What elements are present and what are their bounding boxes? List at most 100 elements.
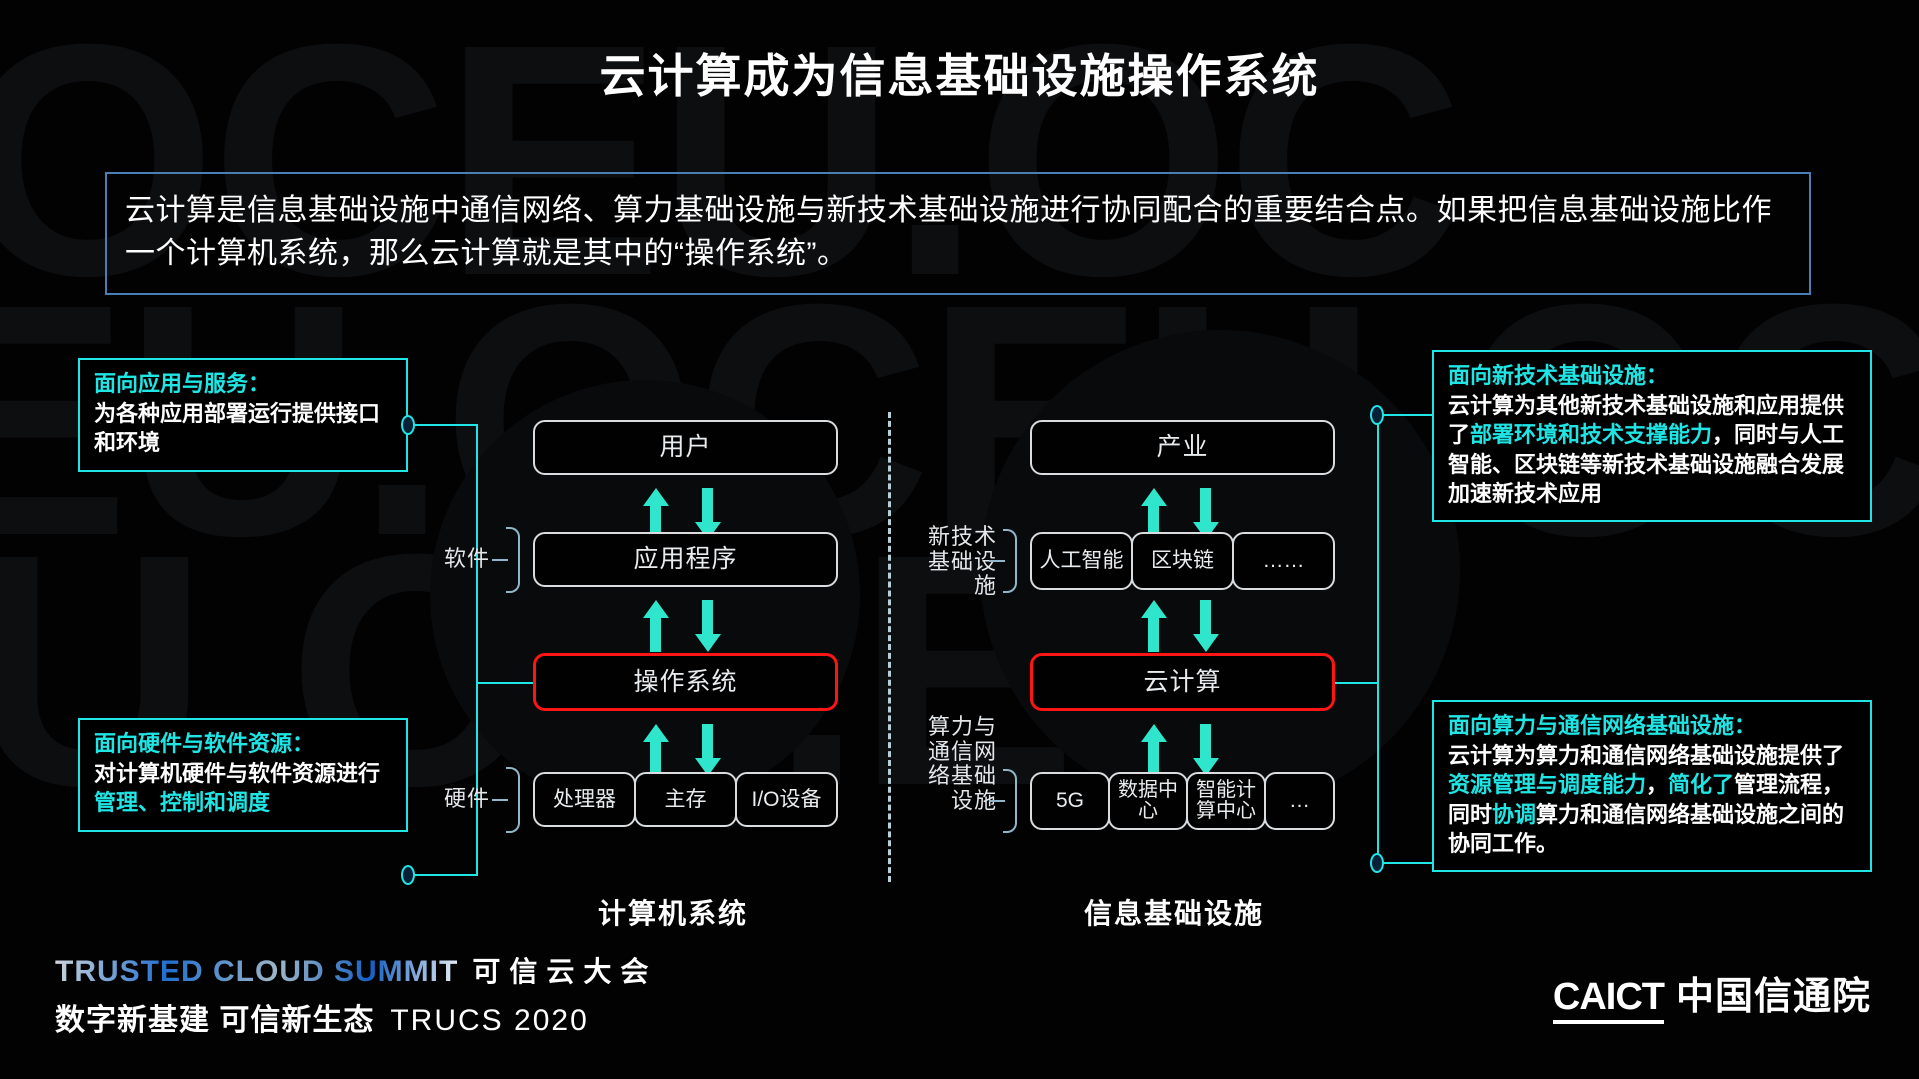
arrow-up-icon (643, 600, 669, 618)
page-title: 云计算成为信息基础设施操作系统 (599, 50, 1320, 102)
callout-body-part: 云计算为其他新技术基础设施和应用提供了 (1448, 392, 1845, 448)
arrow-pair-cloud-infra (1138, 724, 1228, 776)
caict-logo-cn: 中国信通院 (1675, 976, 1871, 1018)
arrow-up-stem (1148, 505, 1159, 540)
brace-compute-network-infrastructure (1003, 769, 1017, 833)
connector-node-left-top (401, 415, 415, 435)
arrow-down-icon (695, 634, 721, 652)
callout-body-part: ，同时与人工智能、区块链等新技术基础设施融合发展加速新技术应用 (1448, 422, 1845, 506)
side-label-hardware: 硬件 (443, 786, 490, 811)
side-label-new-tech-infrastructure: 新技术 基础设 施 (905, 524, 997, 599)
callout-heading: 面向算力与通信网络基础设施： (1448, 713, 1757, 738)
callout-body: 为各种应用部署运行提供接口和环境 (94, 399, 394, 458)
arrow-down-icon (1193, 634, 1219, 652)
lead-paragraph-text: 云计算是信息基础设施中通信网络、算力基础设施与新技术基础设施进行协同配合的重要结… (125, 194, 1772, 270)
arrow-up-stem (650, 617, 661, 652)
brace-tick-new-tech-infrastructure (989, 560, 1005, 562)
callout-body-part: 算力和通信网络基础设施之间的协同工作。 (1448, 801, 1845, 856)
brace-tick-hardware (492, 799, 508, 801)
callout-body-part: 云计算为算力和通信网络基础设施提供了 (1448, 742, 1845, 768)
connector-left-bottom-horizontal (408, 874, 478, 876)
connector-right-bottom-horizontal (1377, 862, 1435, 864)
diagram-box-intelligent-computing-center: 智能计算中心 (1186, 772, 1266, 830)
diagram-box-main-memory: 主存 (634, 772, 737, 827)
connector-node-left-bottom (401, 865, 415, 885)
diagram-box-data-center: 数据中心 (1108, 772, 1188, 830)
arrow-down-stem (702, 488, 713, 523)
diagram-box-artificial-intelligence: 人工智能 (1030, 532, 1133, 590)
callout-new-tech-infrastructure: 面向新技术基础设施： 云计算为其他新技术基础设施和应用提供了部署环境和技术支撑能… (1432, 350, 1872, 523)
diagram-box-application-program: 应用程序 (533, 532, 838, 587)
footer-summit-en: TRUSTED CLOUD SUMMIT (55, 955, 459, 988)
callout-body-part: 为各种应用部署运行提供接口和环境 (94, 400, 381, 456)
arrow-up-icon (643, 488, 669, 506)
connector-left-top-horizontal (408, 424, 478, 426)
connector-right-vertical (1377, 414, 1379, 864)
brace-tick-software (492, 559, 508, 561)
arrow-up-icon (1141, 488, 1167, 506)
arrow-down-stem (1200, 488, 1211, 523)
connector-right-stub-to-cloud (1330, 682, 1379, 684)
footer-tagline-en: TRUCS 2020 (390, 1004, 589, 1037)
diagram-box-5g: 5G (1030, 772, 1110, 830)
callout-body-highlight: 管理、控制和调度 (94, 790, 271, 816)
arrow-pair-app-os (640, 600, 730, 652)
arrow-pair-industry-newtech (1138, 488, 1228, 540)
callout-compute-network-infrastructure: 面向算力与通信网络基础设施： 云计算为算力和通信网络基础设施提供了资源管理与调度… (1432, 700, 1872, 873)
diagram-box-blockchain: 区块链 (1131, 532, 1234, 590)
side-label-line: 新技术 (927, 524, 997, 549)
connector-node-right-bottom (1370, 853, 1384, 873)
arrow-up-stem (650, 741, 661, 776)
arrow-up-stem (1148, 741, 1159, 776)
arrow-up-icon (1141, 724, 1167, 742)
callout-body-part: 管理流程，同时 (1448, 772, 1845, 827)
side-label-compute-network-infrastructure: 算力与 通信网 络基础 设施 (898, 714, 997, 814)
callout-body-highlight: 部署环境和技术支撑能力 (1470, 422, 1713, 448)
arrow-down-stem (1200, 724, 1211, 759)
arrow-up-stem (650, 505, 661, 540)
connector-left-stub-to-os (476, 682, 534, 684)
arrow-down-stem (1200, 600, 1211, 635)
diagram-box-infra-more: … (1264, 772, 1335, 830)
column-caption-computer-system: 计算机系统 (598, 898, 749, 929)
callout-body-highlight: 资源管理与调度能力 (1448, 772, 1647, 798)
callout-body: 云计算为其他新技术基础设施和应用提供了部署环境和技术支撑能力，同时与人工智能、区… (1448, 391, 1858, 509)
diagram-box-industry: 产业 (1030, 420, 1335, 475)
brace-tick-compute-network-infrastructure (989, 800, 1005, 802)
arrow-down-icon (1193, 758, 1219, 776)
diagram-box-user: 用户 (533, 420, 838, 475)
arrow-down-stem (702, 724, 713, 759)
brace-new-tech-infrastructure (1003, 529, 1017, 593)
callout-heading: 面向新技术基础设施： (1448, 363, 1669, 388)
arrow-up-icon (643, 724, 669, 742)
callout-body-highlight: 协调 (1492, 801, 1537, 827)
callout-application-service: 面向应用与服务： 为各种应用部署运行提供接口和环境 (78, 358, 408, 472)
diagram-box-io-device: I/O设备 (735, 772, 838, 827)
caict-logo-abbr: CAICT (1552, 976, 1665, 1024)
brace-hardware (506, 767, 520, 833)
arrow-pair-newtech-cloud (1138, 600, 1228, 652)
side-label-line: 络基础 (927, 763, 997, 789)
side-label-line: 施 (973, 573, 997, 599)
callout-body-part: 对计算机硬件与软件资源进行 (94, 760, 381, 786)
diagram-box-operating-system: 操作系统 (533, 653, 838, 711)
callout-body: 对计算机硬件与软件资源进行管理、控制和调度 (94, 759, 394, 818)
side-label-line: 通信网 (927, 738, 997, 764)
side-label-line: 基础设 (927, 548, 997, 574)
diagram-box-processor: 处理器 (533, 772, 636, 827)
callout-body: 云计算为算力和通信网络基础设施提供了资源管理与调度能力，简化了管理流程，同时协调… (1448, 741, 1858, 859)
callout-heading: 面向硬件与软件资源： (94, 731, 315, 756)
brace-software (506, 527, 520, 593)
arrow-down-stem (702, 600, 713, 635)
column-caption-information-infrastructure: 信息基础设施 (1084, 898, 1265, 929)
footer-tagline-line: 数字新基建 可信新生态 TRUCS 2020 (55, 995, 589, 1039)
arrow-pair-os-hardware (640, 724, 730, 776)
lead-paragraph-box: 云计算是信息基础设施中通信网络、算力基础设施与新技术基础设施进行协同配合的重要结… (105, 172, 1811, 296)
callout-body-part: ， (1646, 772, 1669, 798)
connector-node-right-top (1370, 405, 1384, 425)
footer-tagline-cn: 数字新基建 可信新生态 (55, 1004, 375, 1037)
arrow-down-icon (695, 758, 721, 776)
